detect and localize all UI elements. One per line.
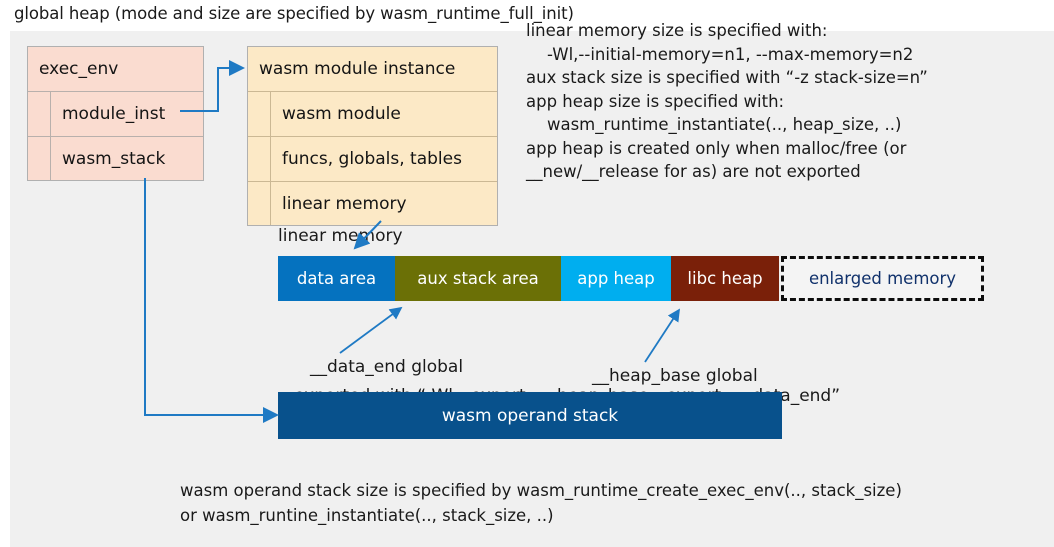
module-instance-field-wasm-module: wasm module [248, 92, 497, 137]
wasm-stack-label: wasm_stack [62, 148, 166, 169]
segment-data-area: data area [278, 256, 395, 301]
operand-stack-note: wasm operand stack size is specified by … [180, 481, 902, 525]
funcs-globals-tables-label: funcs, globals, tables [282, 149, 462, 169]
module-inst-label: module_inst [62, 104, 166, 124]
module-instance-header-label: wasm module instance [259, 59, 456, 79]
exec-env-header-label: exec_env [39, 59, 119, 79]
indent-rail [28, 92, 51, 136]
linear-memory-row-label: linear memory [282, 193, 407, 214]
indent-rail [248, 182, 271, 225]
wasm-operand-stack-box: wasm operand stack [278, 392, 782, 439]
annotation-data-end-global: __data_end global [310, 357, 464, 377]
wasm-module-instance-box: wasm module instance wasm module funcs, … [247, 46, 498, 226]
exec-env-field-module-inst: module_inst [28, 92, 203, 137]
module-instance-field-linear-memory: linear memory [248, 182, 497, 225]
memory-config-notes: linear memory size is specified with: -W… [526, 21, 928, 181]
segment-app-heap: app heap [561, 256, 671, 301]
annotation-heap-base-global: __heap_base global [592, 366, 758, 386]
page-title: global heap (mode and size are specified… [14, 4, 574, 23]
exec-env-field-wasm-stack: wasm_stack [28, 137, 203, 180]
exec-env-box: exec_env module_inst wasm_stack [27, 46, 204, 181]
indent-rail [28, 137, 51, 180]
linear-memory-bar: data area aux stack area app heap libc h… [278, 256, 984, 301]
indent-rail [248, 137, 271, 181]
module-instance-header: wasm module instance [248, 47, 497, 92]
wasm-operand-stack-label: wasm operand stack [441, 405, 619, 426]
linear-memory-caption: linear memory [278, 226, 403, 246]
module-instance-field-funcs-globals-tables: funcs, globals, tables [248, 137, 497, 182]
indent-rail [248, 92, 271, 136]
segment-libc-heap: libc heap [671, 256, 779, 301]
segment-enlarged-memory: enlarged memory [781, 256, 984, 301]
exec-env-header: exec_env [28, 47, 203, 92]
wasm-module-label: wasm module [282, 104, 401, 124]
segment-aux-stack-area: aux stack area [395, 256, 561, 301]
